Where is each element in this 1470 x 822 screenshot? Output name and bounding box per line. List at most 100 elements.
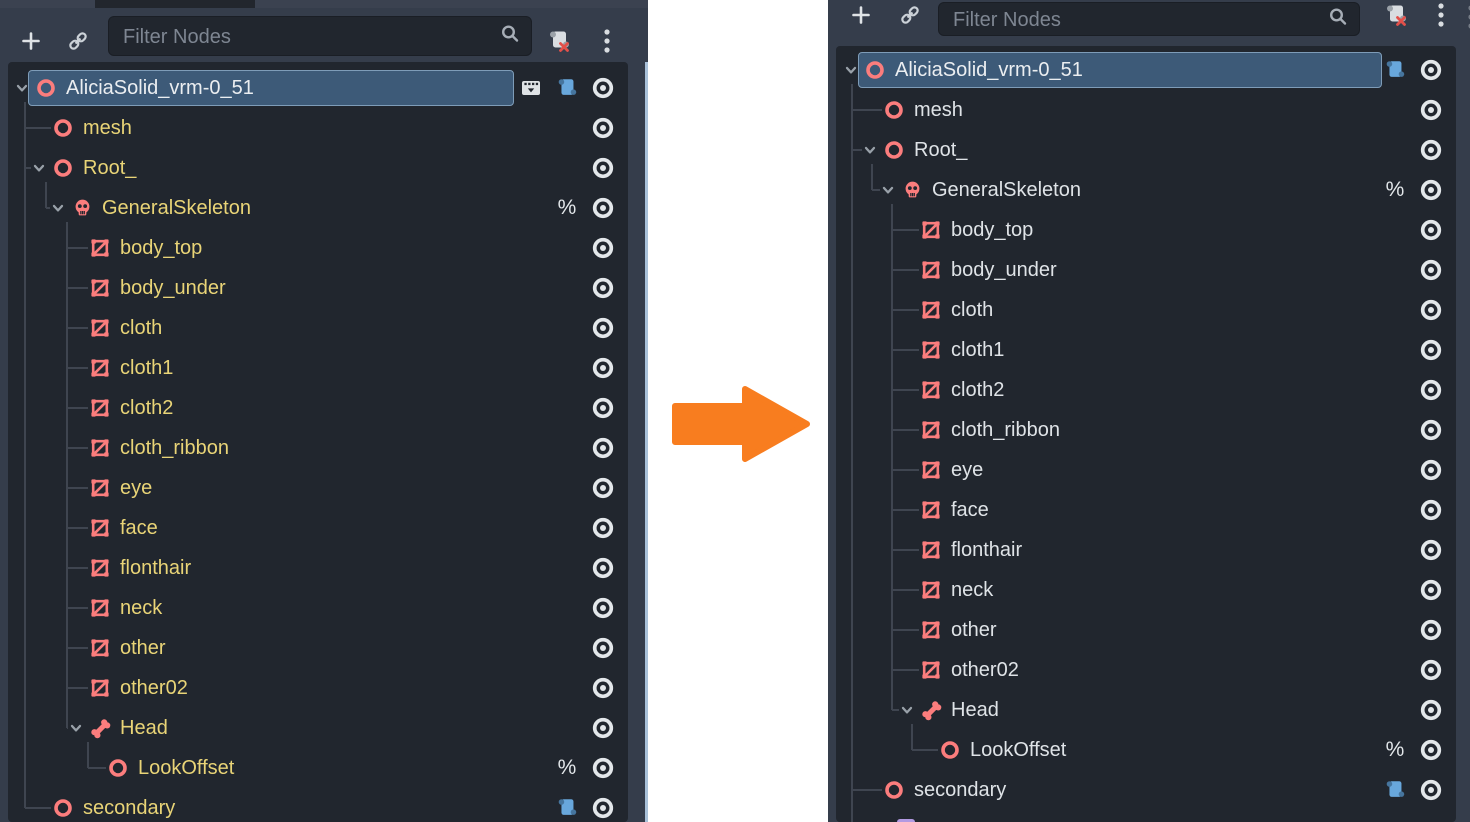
visibility-eye-button[interactable]: [590, 628, 616, 668]
tree-row-body_under[interactable]: body_under: [836, 250, 1456, 290]
visibility-eye-button[interactable]: [590, 348, 616, 388]
visibility-eye-button[interactable]: [1418, 410, 1444, 450]
unique-name-percent-button[interactable]: %: [1382, 730, 1408, 770]
unique-name-percent-button[interactable]: %: [554, 748, 580, 788]
visibility-eye-button[interactable]: [590, 148, 616, 188]
visibility-eye-button[interactable]: [590, 188, 616, 228]
tree-row-cloth[interactable]: cloth: [8, 308, 628, 348]
chevron-down-icon[interactable]: [51, 201, 65, 215]
attached-script-button[interactable]: [554, 788, 580, 822]
tree-row-other[interactable]: other: [836, 610, 1456, 650]
tree-row-secondary[interactable]: secondary: [836, 770, 1456, 810]
tree-row-aliciasolid_vrm-0_51[interactable]: AliciaSolid_vrm-0_51: [8, 68, 628, 108]
tree-row-cloth1[interactable]: cloth1: [836, 330, 1456, 370]
chevron-down-icon[interactable]: [844, 63, 858, 77]
scene-tree-menu-button[interactable]: [592, 28, 622, 58]
visibility-eye-button[interactable]: [1418, 490, 1444, 530]
visibility-eye-button[interactable]: [1418, 130, 1444, 170]
visibility-eye-button[interactable]: [590, 708, 616, 748]
visibility-eye-button[interactable]: [590, 508, 616, 548]
tree-row-generalskeleton[interactable]: GeneralSkeleton%: [8, 188, 628, 228]
tree-row-cloth1[interactable]: cloth1: [8, 348, 628, 388]
chevron-down-icon[interactable]: [69, 721, 83, 735]
visibility-eye-button[interactable]: [1418, 650, 1444, 690]
filter-nodes-input[interactable]: [951, 3, 1270, 37]
visibility-eye-button[interactable]: [1418, 730, 1444, 770]
visibility-eye-button[interactable]: [1418, 330, 1444, 370]
visibility-eye-button[interactable]: [590, 68, 616, 108]
tree-row-other[interactable]: other: [8, 628, 628, 668]
tree-row-eye[interactable]: eye: [836, 450, 1456, 490]
chevron-down-icon[interactable]: [15, 81, 29, 95]
tree-row-eye[interactable]: eye: [8, 468, 628, 508]
tree-row-root_[interactable]: Root_: [836, 130, 1456, 170]
tree-row-face[interactable]: face: [8, 508, 628, 548]
visibility-eye-button[interactable]: [590, 468, 616, 508]
tree-row-lookoffset[interactable]: LookOffset%: [836, 730, 1456, 770]
tree-row-secondary[interactable]: secondary: [8, 788, 628, 822]
chevron-down-icon[interactable]: [32, 161, 46, 175]
visibility-eye-button[interactable]: [590, 668, 616, 708]
tree-row-generalskeleton[interactable]: GeneralSkeleton%: [836, 170, 1456, 210]
add-node-button[interactable]: [16, 28, 46, 58]
detach-script-button[interactable]: [1381, 2, 1411, 32]
visibility-eye-button[interactable]: [1418, 50, 1444, 90]
attached-script-button[interactable]: [1382, 50, 1408, 90]
attached-script-button[interactable]: [1382, 770, 1408, 810]
tree-row-head[interactable]: Head: [836, 690, 1456, 730]
tree-row-cloth_ribbon[interactable]: cloth_ribbon: [8, 428, 628, 468]
tree-row-flonthair[interactable]: flonthair: [836, 530, 1456, 570]
visibility-eye-button[interactable]: [590, 308, 616, 348]
tree-row-root_[interactable]: Root_: [8, 148, 628, 188]
chevron-down-icon[interactable]: [900, 703, 914, 717]
tree-row-aliciasolid_vrm-0_51[interactable]: AliciaSolid_vrm-0_51: [836, 50, 1456, 90]
visibility-eye-button[interactable]: [1418, 610, 1444, 650]
visibility-eye-button[interactable]: [590, 428, 616, 468]
visibility-eye-button[interactable]: [1418, 770, 1444, 810]
tree-row-head[interactable]: Head: [8, 708, 628, 748]
visibility-eye-button[interactable]: [590, 108, 616, 148]
tree-row-body_under[interactable]: body_under: [8, 268, 628, 308]
visibility-eye-button[interactable]: [1418, 370, 1444, 410]
tree-row-flonthair[interactable]: flonthair: [8, 548, 628, 588]
visibility-eye-button[interactable]: [1418, 170, 1444, 210]
instance-scene-button[interactable]: [63, 28, 93, 58]
tree-row-cloth2[interactable]: cloth2: [8, 388, 628, 428]
add-node-button[interactable]: [846, 2, 876, 32]
visibility-eye-button[interactable]: [590, 388, 616, 428]
instance-scene-button[interactable]: [895, 2, 925, 32]
tree-row-face[interactable]: face: [836, 490, 1456, 530]
tree-row-mesh[interactable]: mesh: [8, 108, 628, 148]
tree-row-cloth[interactable]: cloth: [836, 290, 1456, 330]
visibility-eye-button[interactable]: [590, 548, 616, 588]
visibility-eye-button[interactable]: [1418, 570, 1444, 610]
unique-name-percent-button[interactable]: %: [554, 188, 580, 228]
visibility-eye-button[interactable]: [1418, 90, 1444, 130]
visibility-eye-button[interactable]: [590, 748, 616, 788]
tree-row-cloth_ribbon[interactable]: cloth_ribbon: [836, 410, 1456, 450]
unique-name-percent-button[interactable]: %: [1382, 170, 1408, 210]
tree-row-lookoffset[interactable]: LookOffset%: [8, 748, 628, 788]
visibility-eye-button[interactable]: [1418, 290, 1444, 330]
tree-row-other02[interactable]: other02: [8, 668, 628, 708]
tree-row-mesh[interactable]: mesh: [836, 90, 1456, 130]
visibility-eye-button[interactable]: [1418, 530, 1444, 570]
chevron-down-icon[interactable]: [863, 143, 877, 157]
visibility-eye-button[interactable]: [1418, 210, 1444, 250]
visibility-eye-button[interactable]: [1418, 250, 1444, 290]
filter-nodes-input[interactable]: [121, 17, 442, 57]
visibility-eye-button[interactable]: [590, 788, 616, 822]
visibility-eye-button[interactable]: [590, 268, 616, 308]
visibility-eye-button[interactable]: [590, 588, 616, 628]
tree-row-neck[interactable]: neck: [8, 588, 628, 628]
visibility-eye-button[interactable]: [1418, 690, 1444, 730]
visibility-eye-button[interactable]: [1418, 450, 1444, 490]
tree-row-body_top[interactable]: body_top: [836, 210, 1456, 250]
tree-row-cloth2[interactable]: cloth2: [836, 370, 1456, 410]
tree-row-other02[interactable]: other02: [836, 650, 1456, 690]
visibility-eye-button[interactable]: [590, 228, 616, 268]
detach-script-button[interactable]: [544, 28, 574, 58]
attached-script-button[interactable]: [554, 68, 580, 108]
open-instance-clapperboard-button[interactable]: [518, 68, 544, 108]
tree-row-neck[interactable]: neck: [836, 570, 1456, 610]
